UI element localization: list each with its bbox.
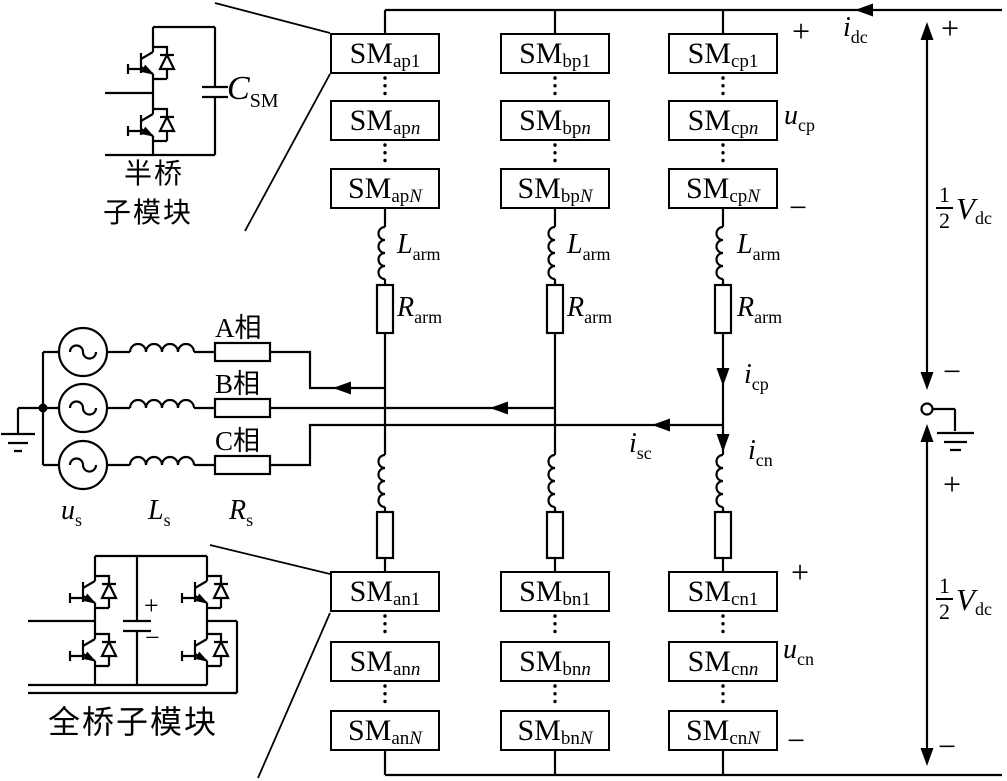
ac-resistor-c — [213, 454, 272, 476]
vdc-upper-arrow-down — [920, 372, 934, 390]
csm-label: CSM — [227, 70, 279, 112]
ac-sources — [57, 326, 109, 491]
full-bridge-callout-lines — [209, 544, 331, 779]
half-bridge-inset — [105, 2, 331, 232]
vdc-lower-minus-sign: − — [938, 728, 957, 764]
idc-label: idc — [843, 12, 868, 47]
ucn-label: ucn — [783, 634, 814, 669]
phase-a-arrow — [333, 381, 351, 395]
ucp-plus-sign: + — [792, 13, 811, 49]
arm-resistors — [375, 283, 733, 560]
half-bridge-label-line2: 子模块 — [103, 198, 194, 229]
ac-resistor-a — [213, 341, 272, 363]
half-bridge-label-line1: 半桥 — [124, 159, 185, 190]
idc-arrow — [855, 3, 873, 17]
rs-label: Rs — [229, 495, 254, 530]
isc-label: isc — [629, 428, 652, 463]
phase-a-label: A相 — [215, 313, 262, 343]
igbt — [180, 622, 230, 678]
isc-arrow — [652, 418, 670, 432]
arm-inductors — [377, 225, 725, 509]
vdc-upper-minus-sign: − — [943, 353, 962, 389]
ucn-minus-sign: − — [787, 722, 806, 758]
igbt — [180, 564, 230, 620]
phase-c-label: C相 — [215, 426, 261, 456]
arrowheads — [333, 3, 934, 766]
full-bridge-cap-plus: + — [144, 591, 159, 620]
igbt — [68, 622, 118, 678]
icp-label: icp — [744, 359, 769, 394]
ucn-plus-sign: + — [791, 554, 810, 590]
igbt — [126, 35, 176, 91]
arm-resistor-upper-c — [713, 283, 733, 335]
us-label: us — [61, 495, 83, 530]
phase-b-label: B相 — [215, 369, 261, 399]
vdc-lower-plus-sign: + — [943, 466, 962, 502]
vdc-upper-plus-sign: + — [941, 10, 960, 46]
vdc-lower-arrow-down — [920, 748, 934, 766]
larm-label-c: Larm — [737, 229, 781, 264]
arm-resistor-upper-a — [375, 283, 395, 335]
phase-b-arrow — [490, 401, 508, 415]
arm-resistor-upper-b — [545, 283, 565, 335]
vdc-upper-arrow-up — [920, 22, 934, 40]
rarm-label-b: Rarm — [567, 292, 613, 327]
icp-arrow — [716, 368, 730, 386]
vdc-lower-arrow-up — [920, 424, 934, 442]
ucp-minus-sign: − — [789, 189, 808, 225]
larm-label-b: Larm — [567, 229, 611, 264]
full-bridge-inset — [28, 544, 331, 779]
arm-resistor-lower-c — [713, 510, 733, 560]
arm-resistor-lower-a — [375, 510, 395, 560]
rarm-label-a: Rarm — [397, 292, 443, 327]
igbt — [68, 564, 118, 620]
icn-label: icn — [748, 435, 773, 470]
larm-label-a: Larm — [397, 229, 441, 264]
ac-neutral-node — [38, 403, 48, 413]
rarm-label-c: Rarm — [737, 292, 783, 327]
icn-arrow — [716, 434, 730, 452]
ucp-label: ucp — [784, 100, 815, 135]
ac-resistors — [213, 341, 272, 476]
half-bridge-callout-lines — [214, 2, 331, 232]
full-bridge-cap-minus: − — [145, 623, 160, 652]
ls-label: Ls — [148, 495, 171, 530]
ac-inductors — [128, 342, 196, 467]
igbt — [126, 97, 176, 153]
arm-resistor-lower-b — [545, 510, 565, 560]
ac-resistor-b — [213, 397, 272, 419]
full-bridge-label: 全桥子模块 — [48, 704, 219, 740]
dc-midpoint-node — [920, 402, 934, 416]
